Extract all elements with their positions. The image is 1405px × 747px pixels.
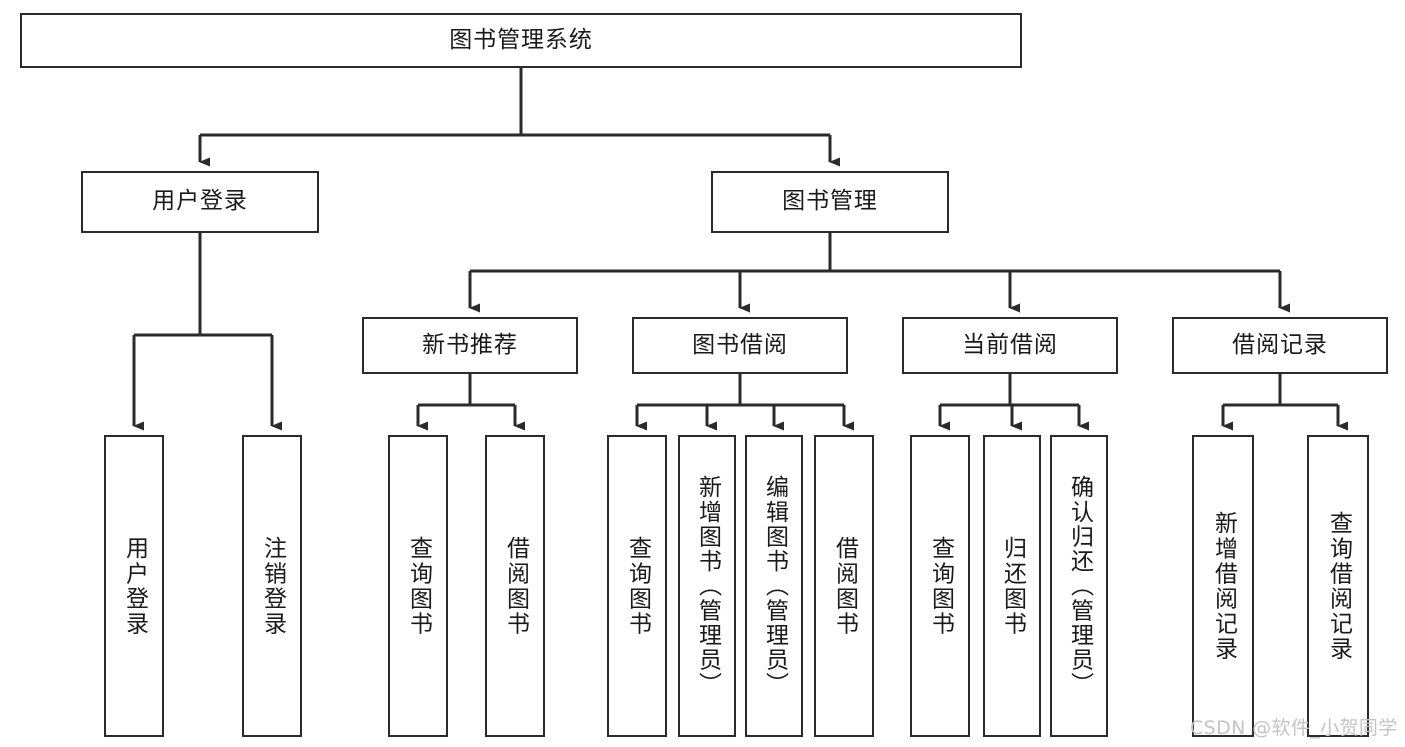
node-label: 编辑图书（管理员） bbox=[761, 475, 788, 697]
node-current-borrow[interactable]: 当前借阅 bbox=[902, 317, 1118, 374]
node-leaf-query-book-recommend[interactable]: 查询图书 bbox=[388, 435, 448, 737]
node-leaf-user-login[interactable]: 用户登录 bbox=[104, 435, 164, 737]
node-new-book-recommend[interactable]: 新书推荐 bbox=[362, 317, 578, 374]
node-label: 查询图书 bbox=[624, 535, 651, 637]
node-label: 图书管理 bbox=[782, 188, 878, 215]
node-label: 借阅图书 bbox=[831, 535, 858, 637]
node-leaf-add-borrow-record[interactable]: 新增借阅记录 bbox=[1192, 435, 1254, 737]
node-label: 用户登录 bbox=[121, 535, 148, 637]
node-label: 归还图书 bbox=[999, 535, 1026, 637]
node-leaf-logout[interactable]: 注销登录 bbox=[242, 435, 302, 737]
node-leaf-add-book-admin[interactable]: 新增图书（管理员） bbox=[678, 435, 736, 737]
node-leaf-query-book[interactable]: 查询图书 bbox=[607, 435, 667, 737]
node-label: 借阅图书 bbox=[502, 535, 529, 637]
node-label: 图书借阅 bbox=[692, 331, 788, 358]
node-label: 查询图书 bbox=[405, 535, 432, 637]
node-leaf-edit-book-admin[interactable]: 编辑图书（管理员） bbox=[745, 435, 803, 737]
node-label: 借阅记录 bbox=[1232, 331, 1328, 358]
node-book-management[interactable]: 图书管理 bbox=[711, 171, 949, 233]
node-label: 确认归还（管理员） bbox=[1066, 475, 1093, 697]
node-leaf-query-book-current[interactable]: 查询图书 bbox=[910, 435, 970, 737]
node-label: 新书推荐 bbox=[422, 331, 518, 358]
node-borrow-record[interactable]: 借阅记录 bbox=[1172, 317, 1388, 374]
node-label: 查询图书 bbox=[927, 535, 954, 637]
node-book-borrow[interactable]: 图书借阅 bbox=[632, 317, 848, 374]
node-label: 新增图书（管理员） bbox=[694, 475, 721, 697]
node-label: 新增借阅记录 bbox=[1210, 510, 1237, 662]
node-label: 用户登录 bbox=[152, 188, 248, 215]
node-user-login[interactable]: 用户登录 bbox=[81, 171, 319, 233]
node-book-management-system[interactable]: 图书管理系统 bbox=[20, 13, 1022, 68]
node-leaf-confirm-return-admin[interactable]: 确认归还（管理员） bbox=[1050, 435, 1108, 737]
node-label: 当前借阅 bbox=[962, 331, 1058, 358]
node-label: 图书管理系统 bbox=[449, 26, 593, 53]
node-leaf-return-book[interactable]: 归还图书 bbox=[983, 435, 1041, 737]
node-label: 注销登录 bbox=[259, 535, 286, 637]
node-leaf-query-borrow-record[interactable]: 查询借阅记录 bbox=[1307, 435, 1369, 737]
node-leaf-borrow-book[interactable]: 借阅图书 bbox=[814, 435, 874, 737]
node-label: 查询借阅记录 bbox=[1325, 510, 1352, 662]
node-leaf-borrow-book-recommend[interactable]: 借阅图书 bbox=[485, 435, 545, 737]
